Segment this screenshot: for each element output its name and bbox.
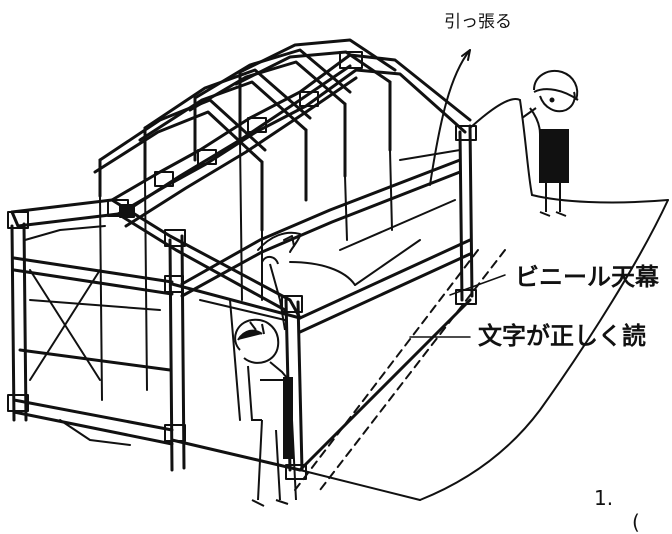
worker-pulling-icon — [521, 70, 579, 217]
pull-arrow-mid — [283, 235, 301, 253]
pull-label: 引っ張る — [444, 12, 512, 32]
vinyl-cover-installation-diagram: 引っ張る ビニール天幕 文字が正しく読 1. ( — [7, 12, 669, 532]
frame-front-posts — [10, 124, 474, 472]
vinyl-cover-sheet — [257, 98, 669, 501]
label-leader-cover — [449, 274, 506, 296]
frame-roof-ribs — [93, 38, 397, 232]
pull-arrow-top — [429, 49, 471, 186]
frame-illustration — [7, 38, 669, 507]
list-number: 1. — [594, 486, 614, 510]
vinyl-cover-label: ビニール天幕 — [515, 263, 659, 291]
frame-joints — [7, 51, 477, 480]
list-paren: ( — [632, 510, 640, 534]
dashed-fold-line — [294, 249, 506, 491]
text-orientation-label: 文字が正しく読 — [478, 322, 646, 350]
frame-side-rails — [12, 158, 472, 472]
frame-ridge — [118, 64, 358, 228]
worker-raising-icon — [234, 256, 297, 507]
frame-interior — [24, 139, 461, 446]
